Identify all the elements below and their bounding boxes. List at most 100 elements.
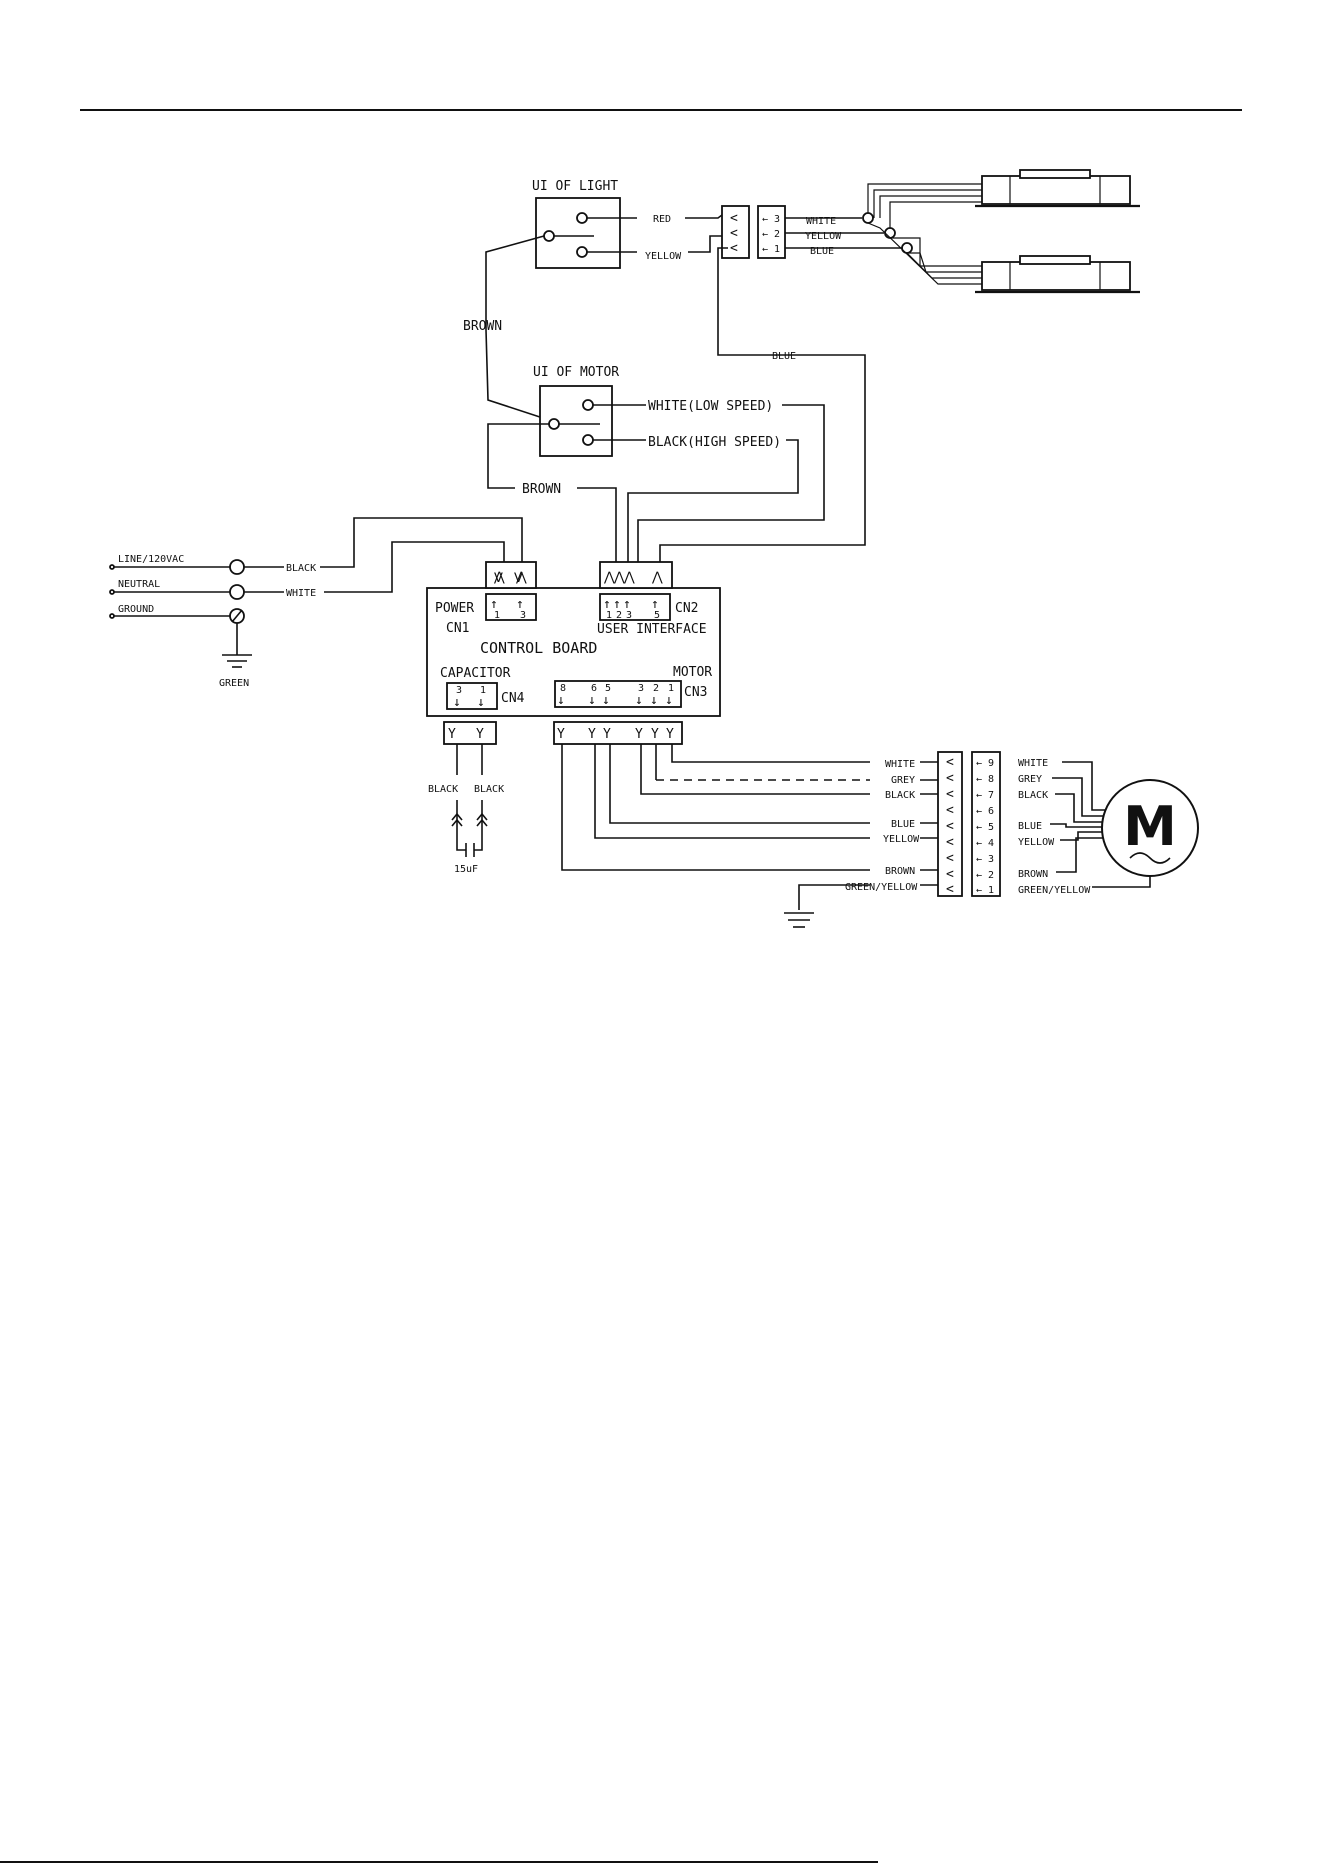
svg-text:⋀: ⋀ [493,570,505,585]
svg-text:2: 2 [616,610,622,621]
cn4-label: CAPACITOR [440,666,511,681]
line-wire-label: BLACK [286,563,316,574]
svg-text:1: 1 [988,885,994,896]
svg-text:←: ← [976,885,982,896]
svg-text:Y: Y [588,727,596,742]
light-switch-box [535,197,621,269]
harness-right-grey-label: GREY [1018,774,1042,785]
svg-text:1: 1 [606,610,612,621]
capacitor-plug [443,721,497,745]
cn4-name: CN4 [501,691,525,706]
svg-text:↑: ↑ [613,597,621,612]
svg-text:←: ← [976,838,982,849]
svg-text:2: 2 [774,229,780,240]
svg-text:3: 3 [988,854,994,865]
motor-switch-title: UI OF MOTOR [533,365,619,380]
line-input-label: LINE/120VAC [118,554,184,565]
svg-text:2: 2 [988,870,994,881]
svg-text:↓: ↓ [477,695,485,710]
svg-text:⋀: ⋀ [613,570,625,585]
svg-text:8: 8 [988,774,994,785]
svg-text:↓: ↓ [635,693,643,708]
light-switch-title: UI OF LIGHT [532,179,618,194]
harness-right-blue-label: BLUE [1018,821,1042,832]
lamp-connector: < < < ← ← ← 3 2 1 [721,205,786,259]
svg-text:↑: ↑ [623,597,631,612]
svg-text:<: < [730,241,738,256]
motor-harness-plug: < < < < < < < < < [937,751,963,897]
svg-text:ᐯ: ᐯ [514,571,523,586]
svg-text:<: < [946,835,954,850]
svg-text:↑: ↑ [651,597,659,612]
svg-text:⋀: ⋀ [623,570,635,585]
control-board: CONTROL BOARD ᐯ ᐯ ⋀ ⋀ ↑ ↑ 1 3 POWER CN1 … [426,561,721,717]
capacitor-wire-label-left: BLACK [428,784,458,795]
cn1-header [485,593,537,621]
lamp-blue-wire-label: BLUE [810,246,834,257]
svg-text:←: ← [762,214,768,225]
neutral-input-label: NEUTRAL [118,579,160,590]
cn2-name: CN2 [675,601,698,616]
motor: M [1101,779,1199,877]
svg-text:Y: Y [651,727,659,742]
svg-text:3: 3 [638,683,644,694]
harness-left-brown-label: BROWN [885,866,915,877]
cn2-header [599,593,671,621]
svg-text:<: < [730,211,738,226]
neutral-wire-label: WHITE [286,588,316,599]
harness-right-yellow-label: YELLOW [1018,837,1055,848]
harness-left-white-label: WHITE [885,759,915,770]
svg-text:←: ← [976,806,982,817]
svg-text:↑: ↑ [490,597,498,612]
svg-text:7: 7 [988,790,994,801]
svg-text:←: ← [762,244,768,255]
cn3-header [554,680,682,708]
svg-text:↓: ↓ [665,693,673,708]
svg-text:Y: Y [448,727,456,742]
svg-text:Y: Y [603,727,611,742]
brown-feed-label-lower: BROWN [522,482,561,497]
svg-text:Y: Y [476,727,484,742]
svg-text:3: 3 [456,685,462,696]
brown-feed-wire [485,235,550,421]
cn1-label: POWER [435,601,474,616]
svg-text:5: 5 [654,610,660,621]
motor-high-speed-wire-label: BLACK(HIGH SPEED) [648,435,781,450]
motor-harness-socket: ← ← ← ← ← ← ← ← ← 9 8 7 6 5 4 3 2 1 [971,751,1001,897]
svg-text:←: ← [762,229,768,240]
lamp-yellow-wire-label: YELLOW [805,231,842,242]
cn3-name: CN3 [684,685,707,700]
brown-feed-label-upper: BROWN [463,319,502,334]
harness-right-black-label: BLACK [1018,790,1048,801]
svg-text:8: 8 [560,683,566,694]
svg-text:←: ← [976,870,982,881]
svg-text:6: 6 [988,806,994,817]
blue-return-wire [659,247,866,570]
svg-text:←: ← [976,790,982,801]
cn1-name: CN1 [446,621,469,636]
svg-text:<: < [946,867,954,882]
capacitor: Y Y BLACK BLACK 15uF [428,721,504,875]
svg-text:↓: ↓ [650,693,658,708]
svg-text:1: 1 [668,683,674,694]
svg-text:←: ← [976,774,982,785]
harness-right-brown-label: BROWN [1018,869,1048,880]
motor-body [1101,779,1199,877]
svg-text:<: < [946,755,954,770]
svg-text:<: < [946,787,954,802]
ground-wire-label: GREEN [219,678,249,689]
svg-text:<: < [730,226,738,241]
harness-right-white-label: WHITE [1018,758,1048,769]
capacitor-value: 15uF [454,864,478,875]
svg-text:↓: ↓ [602,693,610,708]
light-yellow-wire-label: YELLOW [645,251,682,262]
capacitor-wire-label-right: BLACK [474,784,504,795]
svg-text:←: ← [976,822,982,833]
cn2-label: USER INTERFACE [597,622,707,637]
svg-text:2: 2 [653,683,659,694]
svg-text:5: 5 [605,683,611,694]
harness-right-ground-label: GREEN/YELLOW [1018,885,1091,896]
lamp-upper [975,169,1140,208]
svg-text:<: < [946,803,954,818]
